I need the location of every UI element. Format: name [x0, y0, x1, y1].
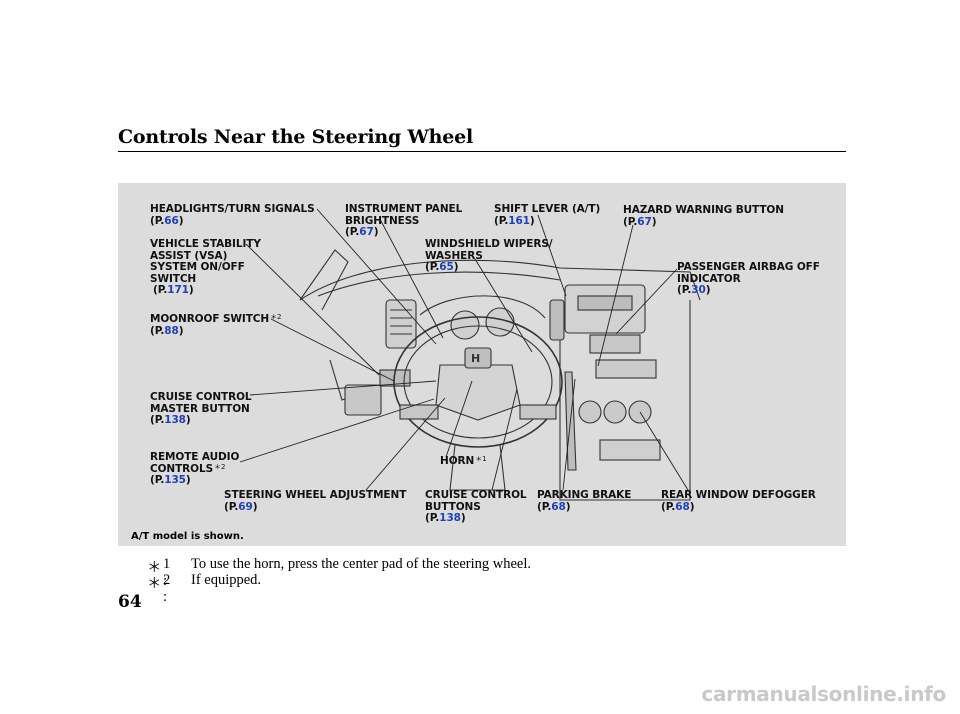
label-headlights: HEADLIGHTS/TURN SIGNALS (P.66) [150, 203, 315, 227]
label-instrument-brightness: INSTRUMENT PANEL BRIGHTNESS (P.67) [345, 203, 463, 238]
page-ref[interactable]: 88 [164, 324, 179, 337]
star-icon: ＊ [147, 560, 162, 576]
label-shift-lever: SHIFT LEVER (A/T) (P.161) [494, 203, 601, 227]
label-cruise-buttons: CRUISE CONTROL BUTTONS (P.138) [425, 489, 527, 524]
page-ref[interactable]: 138 [439, 512, 461, 524]
page-ref[interactable]: 67 [359, 226, 374, 238]
label-moonroof: MOONROOF SWITCH＊2 (P.88) [150, 313, 282, 337]
label-wipers: WINDSHIELD WIPERS/ WASHERS (P.65) [425, 238, 553, 273]
page-ref[interactable]: 161 [508, 214, 530, 227]
page-title: Controls Near the Steering Wheel [118, 126, 474, 148]
label-parking-brake: PARKING BRAKE (P.68) [537, 489, 632, 513]
label-airbag-indicator: PASSENGER AIRBAG OFF INDICATOR (P.30) [677, 261, 820, 296]
label-vsa: VEHICLE STABILITY ASSIST (VSA) SYSTEM ON… [150, 238, 261, 296]
page-ref[interactable]: 66 [164, 214, 179, 227]
page-ref[interactable]: 135 [164, 474, 186, 486]
page-ref[interactable]: 171 [167, 284, 189, 296]
title-rule [118, 151, 846, 152]
footnote-mark: ＊1 [475, 455, 487, 463]
watermark: carmanualsonline.info [701, 682, 946, 706]
page-ref[interactable]: 67 [637, 215, 652, 228]
page-number: 64 [118, 592, 142, 612]
page-ref[interactable]: 138 [164, 414, 186, 426]
label-remote-audio: REMOTE AUDIO CONTROLS＊2 (P.135) [150, 451, 240, 486]
figure-caption: A/T model is shown. [131, 531, 244, 542]
page-ref[interactable]: 68 [551, 500, 566, 513]
page-ref[interactable]: 30 [691, 284, 706, 296]
page-ref[interactable]: 65 [439, 261, 454, 273]
star-icon: ＊ [147, 576, 162, 592]
svg-text:H: H [471, 352, 480, 365]
label-text: HEADLIGHTS/TURN SIGNALS [150, 203, 315, 215]
page-ref[interactable]: 69 [238, 500, 253, 513]
label-cruise-master: CRUISE CONTROL MASTER BUTTON (P.138) [150, 391, 252, 426]
label-defogger: REAR WINDOW DEFOGGER (P.68) [661, 489, 816, 513]
label-hazard: HAZARD WARNING BUTTON (P.67) [623, 204, 784, 228]
label-steering-adjustment: STEERING WHEEL ADJUSTMENT (P.69) [224, 489, 407, 513]
page-ref[interactable]: 68 [675, 500, 690, 513]
label-horn: HORN＊1 [440, 455, 487, 467]
footnote-mark: ＊2 [214, 462, 226, 471]
footnote-mark: ＊2 [270, 313, 282, 321]
